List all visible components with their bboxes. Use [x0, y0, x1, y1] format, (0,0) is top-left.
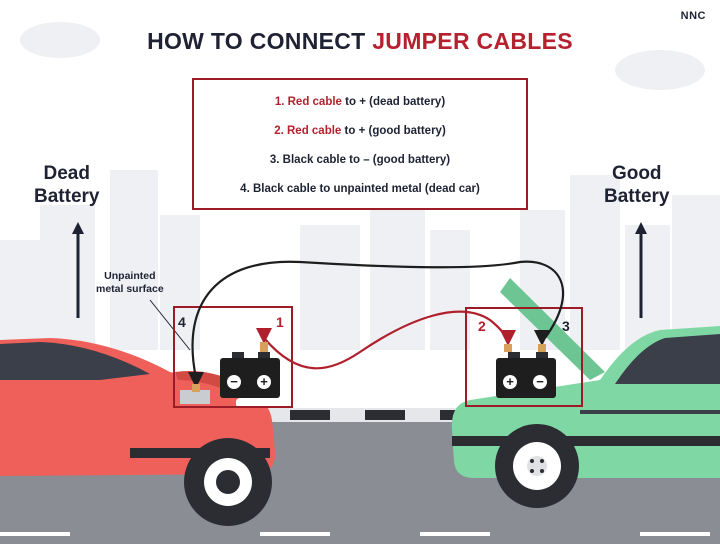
dead-battery: [220, 352, 280, 398]
dead-battery-plus-symbol: +: [260, 374, 268, 389]
step-2: 2. Red cable to + (good battery): [274, 125, 446, 137]
terminal-number-2: 2: [478, 318, 486, 334]
good-battery-label: Good Battery: [604, 163, 670, 207]
brand-logo: NNC: [680, 10, 706, 22]
step-1: 1. Red cable to + (dead battery): [274, 96, 446, 108]
dead-car-headlight: [236, 398, 270, 408]
black-cable: [191, 260, 565, 379]
good-engine-box: [465, 307, 583, 407]
terminal-number-1: 1: [276, 314, 284, 330]
red-cable: [263, 310, 510, 370]
dead-battery-minus-symbol: −: [230, 374, 238, 389]
good-car: [451, 278, 720, 508]
dead-battery-arrow: [72, 222, 84, 318]
title-prefix: HOW TO CONNECT: [147, 28, 373, 54]
terminal-number-3: 3: [562, 318, 570, 334]
unpainted-metal-block: [180, 390, 210, 404]
clamp-1-red: [256, 328, 272, 352]
title-highlight: JUMPER CABLES: [372, 28, 573, 54]
steps-box: 1. Red cable to + (dead battery) 2. Red …: [192, 78, 528, 210]
terminal-number-4: 4: [178, 314, 186, 330]
unpainted-pointer-line: [149, 299, 191, 351]
page-title: HOW TO CONNECT JUMPER CABLES: [0, 28, 720, 55]
clamp-2-red: [500, 330, 516, 352]
clamp-3-black: [534, 330, 550, 352]
good-car-hood: [500, 278, 605, 380]
lane-markings: [0, 532, 710, 536]
clamp-4-black: [188, 372, 204, 392]
dead-engine-box: [173, 306, 293, 408]
dead-car: [0, 338, 276, 526]
unpainted-metal-label: Unpainted metal surface: [96, 270, 164, 295]
step-4: 4. Black cable to unpainted metal (dead …: [240, 183, 480, 195]
good-battery-plus-symbol: +: [506, 374, 514, 389]
good-battery-arrow: [635, 222, 647, 318]
good-battery: [496, 352, 556, 398]
step-3: 3. Black cable to – (good battery): [269, 154, 451, 166]
good-battery-minus-symbol: −: [536, 374, 544, 389]
dead-battery-label: Dead Battery: [34, 163, 100, 207]
